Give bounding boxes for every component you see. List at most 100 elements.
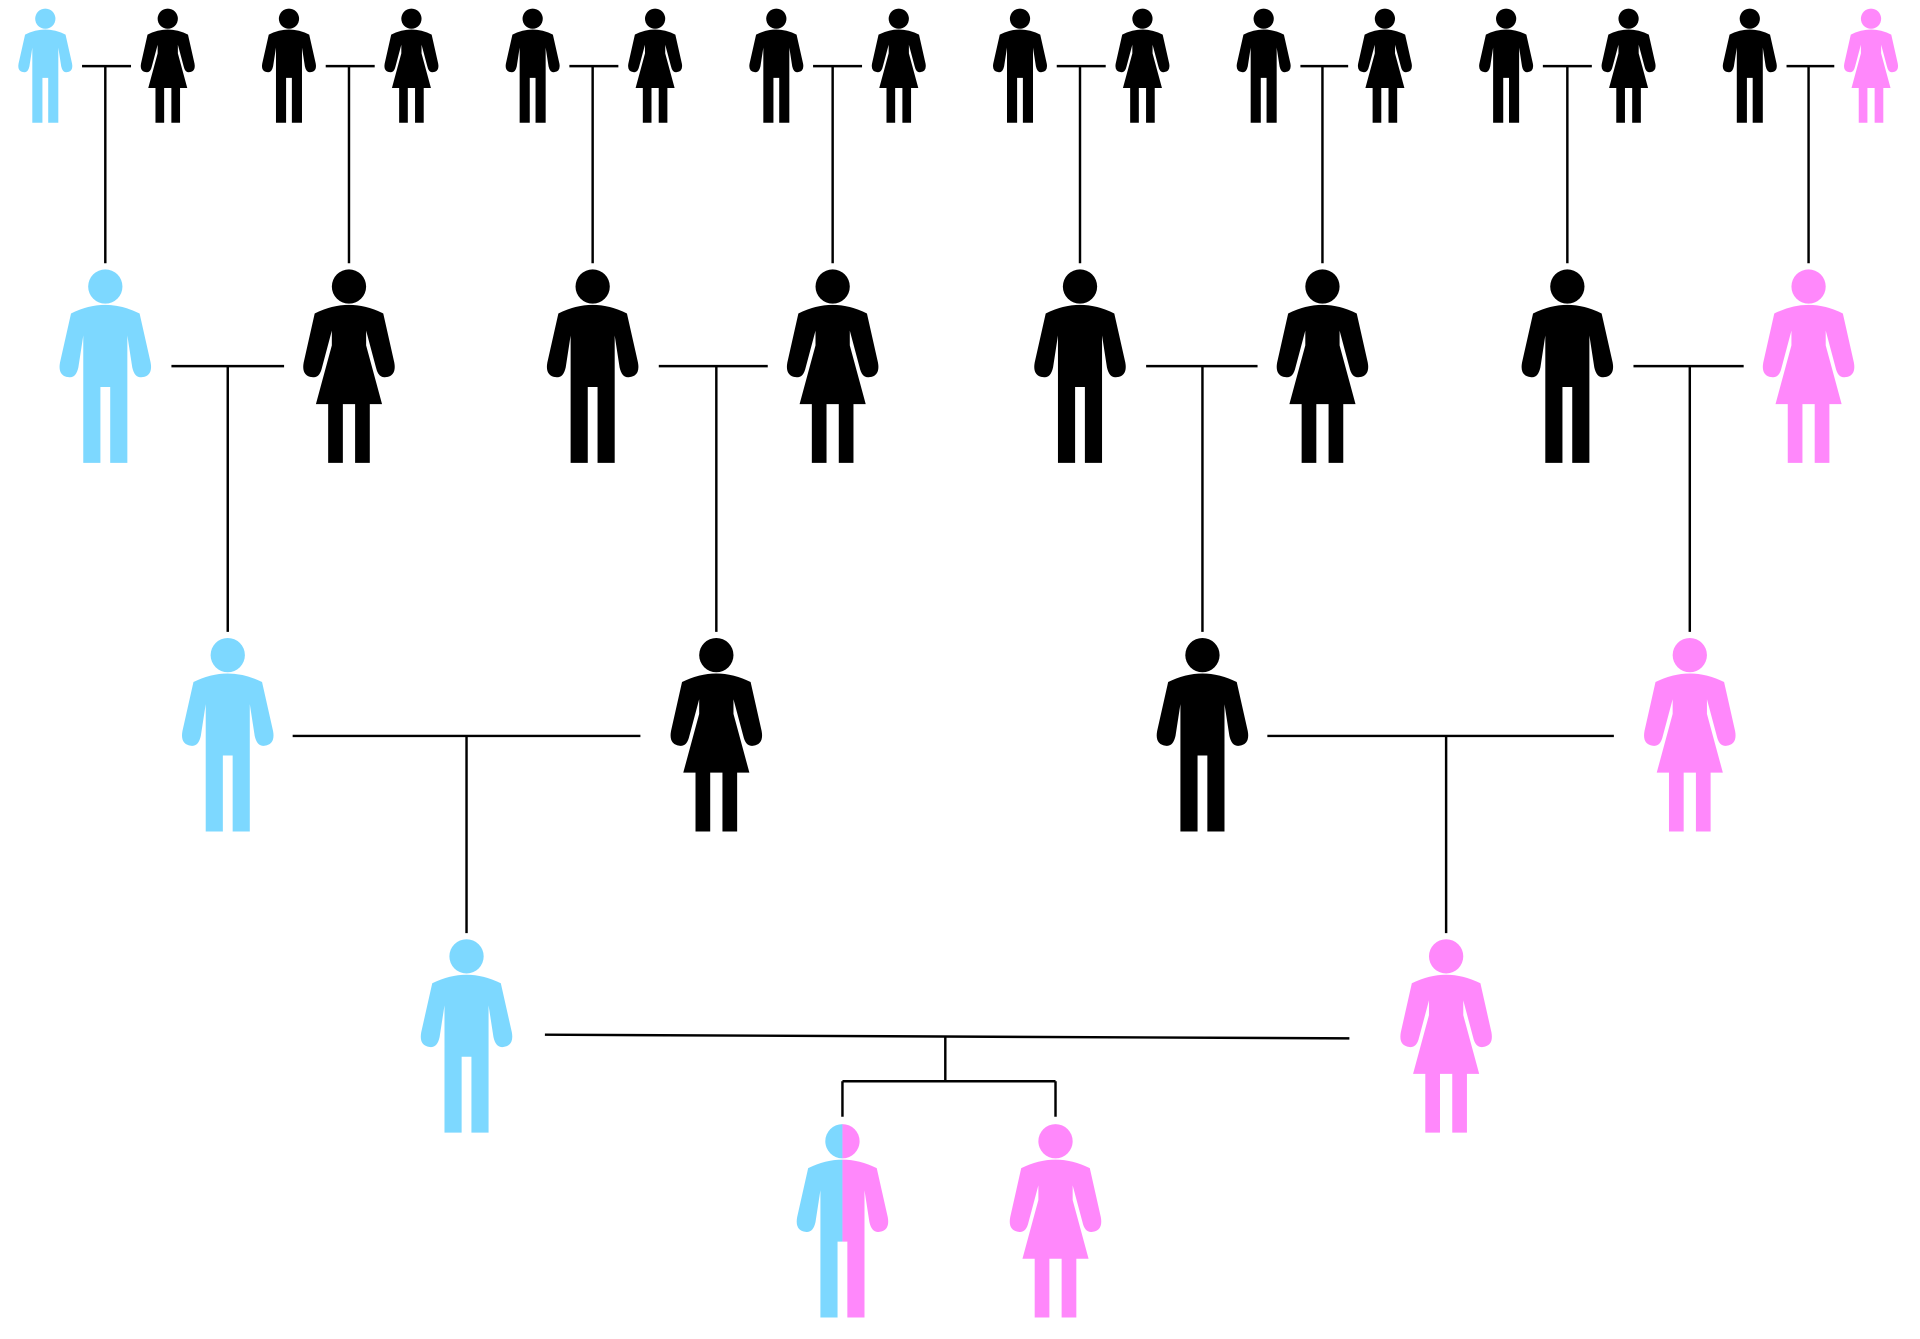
male-figure-icon [1156,637,1249,832]
body [261,29,316,123]
head [815,269,850,304]
body [303,304,395,463]
head [210,637,245,673]
female-figure-icon [1115,8,1170,123]
female-figure-icon [1357,8,1412,123]
female-figure-icon [140,8,195,123]
head [1038,1124,1073,1159]
body [1479,29,1534,123]
female-figure-icon [670,637,763,832]
head [331,269,367,304]
body [1156,673,1249,832]
head [575,269,610,304]
body [993,29,1047,123]
male-figure-icon [796,1124,889,1318]
female-figure-icon [1762,269,1855,463]
body [420,974,513,1133]
male-figure-icon [182,637,274,832]
head [1618,8,1639,29]
head [401,8,422,29]
body [1034,304,1126,463]
female-figure-icon [1276,269,1369,463]
head [1305,269,1340,304]
body [505,29,560,123]
male-figure-icon [1479,8,1534,123]
head [35,8,56,29]
head [88,269,123,304]
body [1276,304,1369,463]
head [1428,939,1464,974]
female-figure-icon [628,8,683,123]
female-figure-icon [786,269,879,463]
head [1062,269,1098,304]
head [1253,8,1274,29]
male-figure-icon [18,8,73,123]
body [1644,673,1736,832]
female-figure-icon [1009,1124,1102,1318]
body [1844,29,1899,123]
male-figure-icon [1236,8,1291,123]
head [1185,637,1220,673]
head [888,8,909,29]
male-figure-icon [1034,269,1126,463]
body [182,673,274,832]
head [1791,269,1826,304]
body [871,29,926,123]
body [1236,29,1291,123]
male-figure-icon [261,8,316,123]
individuals [18,8,1899,1318]
head [842,1124,860,1159]
head [1860,8,1882,29]
head [1132,8,1153,29]
body [1521,304,1614,463]
female-figure-icon [384,8,439,123]
male-figure-icon [993,8,1047,123]
male-figure-icon [505,8,560,123]
body [1400,974,1492,1133]
body [1601,29,1656,123]
body [786,304,879,463]
head [1009,8,1031,29]
male-figure-icon [749,8,804,123]
female-figure-icon [871,8,926,123]
body [749,29,804,123]
male-figure-icon [1521,269,1614,463]
female-figure-icon [1844,8,1899,123]
head [1374,8,1396,29]
connector-line [544,1033,1350,1040]
female-figure-icon [1644,637,1736,832]
body [546,304,639,463]
female-figure-icon [1601,8,1656,123]
body [59,304,152,463]
male-figure-icon [546,269,639,463]
head [825,1124,843,1159]
body [670,673,763,832]
body [1722,29,1777,123]
head [1496,8,1517,29]
head [1672,637,1707,673]
body [18,29,73,123]
head [1739,8,1760,29]
body [628,29,683,123]
body [384,29,439,123]
head [157,8,178,29]
body [1115,29,1170,123]
head [278,8,300,29]
body [140,29,195,123]
male-figure-icon [420,939,513,1133]
body [1009,1159,1102,1318]
head [766,8,787,29]
body [1762,304,1855,463]
female-figure-icon [1400,939,1492,1133]
connector-lines [82,64,1835,1117]
head [1550,269,1585,304]
male-figure-icon [1722,8,1777,123]
head [644,8,666,29]
head [449,939,484,974]
body [1357,29,1412,123]
head [699,637,734,673]
female-figure-icon [303,269,395,463]
male-figure-icon [59,269,152,463]
head [522,8,543,29]
